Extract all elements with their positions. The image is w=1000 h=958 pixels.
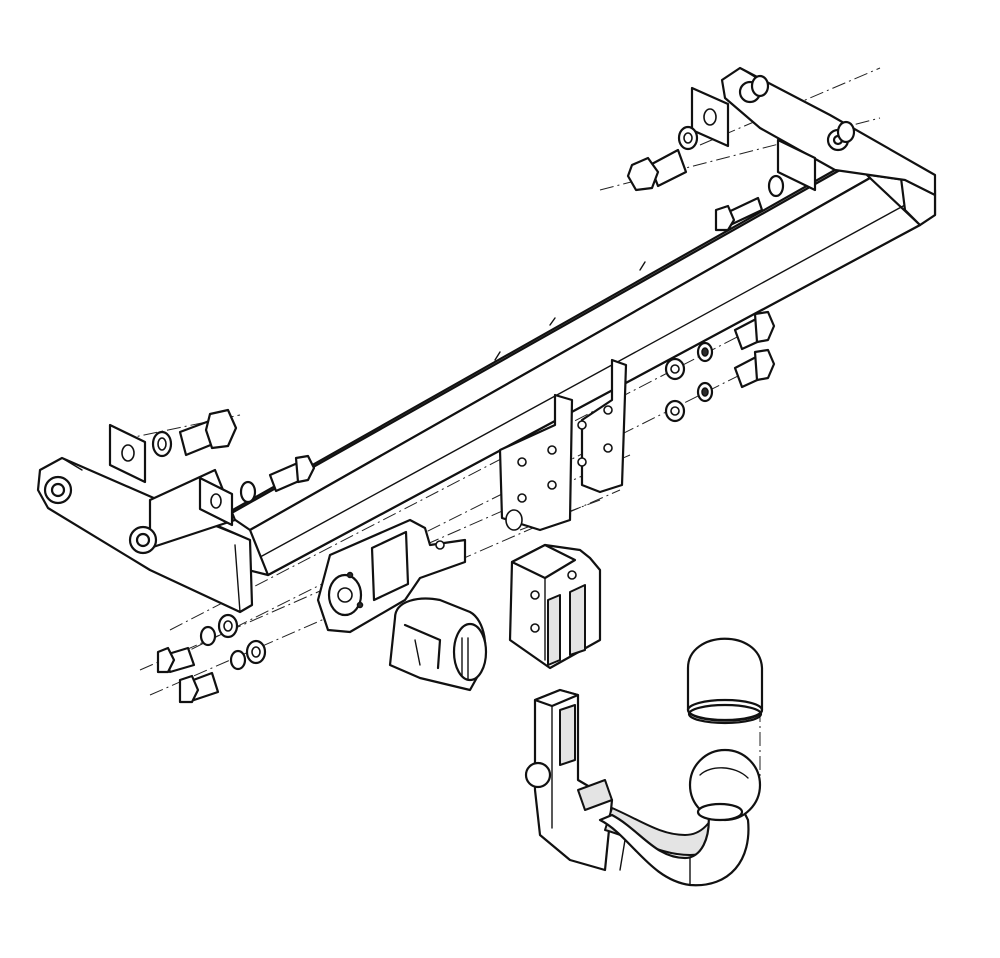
bolt-bottom-left-1 (156, 646, 196, 674)
bolt-mid-right-1 (733, 310, 776, 351)
tow-ball-cap (686, 637, 764, 725)
center-drop-brackets (498, 358, 628, 532)
left-mounting-bracket (36, 456, 254, 614)
socket-mounting-plate (316, 518, 467, 634)
bolt-left-top (178, 408, 238, 457)
backing-plates (108, 86, 730, 527)
receiver-housing (508, 543, 602, 670)
electrical-socket (388, 597, 488, 692)
bolt-mid-right-2 (733, 348, 776, 389)
bolt-right-mid (714, 196, 764, 232)
detachable-tow-ball-neck (524, 688, 762, 887)
backing-plate-left-inner (198, 476, 234, 527)
backing-plate-right (690, 86, 730, 148)
bolt-bottom-left-2 (178, 671, 220, 704)
washers (151, 74, 856, 671)
bolt-right-top (626, 148, 688, 192)
bolt-center-left (268, 454, 316, 493)
backing-plate-left (108, 423, 147, 484)
hex-bolts (156, 148, 776, 704)
crossbar-beam (213, 166, 937, 577)
